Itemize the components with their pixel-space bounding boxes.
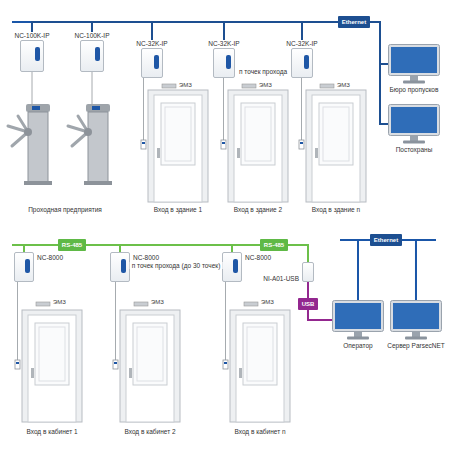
- device-label: RS-485: [62, 239, 82, 251]
- status-stripe: [304, 55, 309, 69]
- door: [113, 310, 180, 422]
- status-stripe: [233, 259, 238, 273]
- controller-box: NC-8000: [14, 252, 63, 282]
- monitor: Бюро пропусков: [388, 44, 440, 93]
- controller-symbol: [213, 48, 235, 78]
- controller-symbol: [141, 48, 163, 78]
- door: [15, 310, 82, 422]
- monitor-symbol: [388, 44, 440, 84]
- network-cable: [288, 245, 308, 262]
- controller-box: NC-100K-IP: [74, 32, 109, 72]
- controller-symbol: [291, 48, 313, 78]
- entrance-caption: Вход в здание 2: [234, 206, 282, 213]
- network-tag: Ethernet: [338, 16, 370, 28]
- network-cable: [32, 22, 338, 32]
- network-cable: [152, 22, 338, 40]
- device-label: NC-32K-IP: [136, 40, 167, 47]
- lock-symbol: [36, 84, 334, 306]
- device-label: Оператор: [343, 342, 372, 349]
- network-tag: RS-485: [260, 239, 288, 251]
- lock-label: ЭМЗ: [179, 82, 192, 89]
- dotted-line: [134, 72, 289, 266]
- monitor: Сервер ParsecNET: [387, 300, 445, 349]
- lock-label: ЭМЗ: [53, 299, 66, 306]
- points-note: п точек прохода (до 30 точек): [130, 262, 223, 269]
- entrance-caption: Вход в здание n: [312, 206, 360, 213]
- controller-box: NC-32K-IP: [208, 40, 239, 78]
- lock-label: ЭМЗ: [261, 299, 274, 306]
- device-label: NC-8000: [133, 254, 159, 261]
- device-label: RS-485: [264, 239, 284, 251]
- status-stripe: [226, 55, 231, 69]
- network-tag: USB: [298, 298, 319, 310]
- monitor-symbol: [388, 104, 440, 144]
- monitor-symbol: [390, 300, 442, 340]
- network-cable: [86, 245, 120, 252]
- device-label: NI-A01-USB: [263, 275, 299, 282]
- network-cable: [302, 22, 338, 40]
- device-label: NC-100K-IP: [14, 32, 49, 39]
- converter-box: NI-A01-USB: [263, 262, 314, 282]
- turnstile: [8, 104, 52, 185]
- device-label: NC-32K-IP: [208, 40, 239, 47]
- device-label: NC-32K-IP: [286, 40, 317, 47]
- entrance-caption: Проходная предприятия: [28, 206, 102, 213]
- door: [141, 90, 208, 202]
- lock-label: ЭМЗ: [151, 299, 164, 306]
- entrance-caption: Вход в здание 1: [154, 206, 202, 213]
- lock-label: ЭМЗ: [337, 82, 350, 89]
- monitor-symbol: [332, 300, 384, 340]
- device-label: Бюро пропусков: [390, 86, 439, 93]
- network-cable: [370, 22, 388, 124]
- controller-symbol: [110, 252, 130, 282]
- monitor: Постохраны: [388, 104, 440, 153]
- monitor: Оператор: [332, 300, 384, 349]
- status-stripe: [95, 47, 100, 61]
- reader-wire: [18, 72, 302, 360]
- status-stripe: [35, 47, 40, 61]
- network-cable: [24, 245, 58, 252]
- network-cable: [232, 245, 260, 252]
- network-cable: [224, 22, 338, 40]
- lock-label: ЭМЗ: [259, 82, 272, 89]
- device-label: Ethernet: [374, 234, 398, 246]
- device-label: NC-8000: [245, 254, 271, 261]
- network-cable: [92, 22, 338, 32]
- device-label: Сервер ParsecNET: [387, 342, 445, 349]
- door: [299, 90, 366, 202]
- points-note: п точек прохода: [237, 68, 289, 75]
- controller-box: NC-32K-IP: [136, 40, 167, 78]
- door: [223, 310, 290, 422]
- network-cable: [307, 282, 309, 298]
- controller-symbol: [20, 40, 44, 72]
- network-tag: RS-485: [58, 239, 86, 251]
- network-cable: [308, 310, 332, 320]
- controller-symbol: [14, 252, 34, 282]
- device-label: Ethernet: [342, 16, 366, 28]
- turnstile: [68, 104, 112, 185]
- device-label: Постохраны: [396, 146, 433, 153]
- status-stripe: [154, 55, 159, 69]
- entrance-caption: Вход в кабинет 2: [124, 428, 175, 435]
- controller-box: NC-100K-IP: [14, 32, 49, 72]
- status-stripe: [121, 259, 126, 273]
- door: [221, 90, 288, 202]
- entrance-caption: Вход в кабинет n: [234, 428, 285, 435]
- controller-symbol: [80, 40, 104, 72]
- controller-symbol: [222, 252, 242, 282]
- network-cable: [402, 240, 416, 300]
- network-cable: [358, 240, 370, 300]
- converter-symbol: [302, 262, 314, 282]
- network-tag: Ethernet: [370, 234, 402, 246]
- device-label: NC-100K-IP: [74, 32, 109, 39]
- device-label: NC-8000: [37, 254, 63, 261]
- status-stripe: [25, 259, 30, 273]
- device-label: USB: [302, 298, 315, 310]
- controller-box: NC-32K-IP: [286, 40, 317, 78]
- entrance-caption: Вход в кабинет 1: [26, 428, 77, 435]
